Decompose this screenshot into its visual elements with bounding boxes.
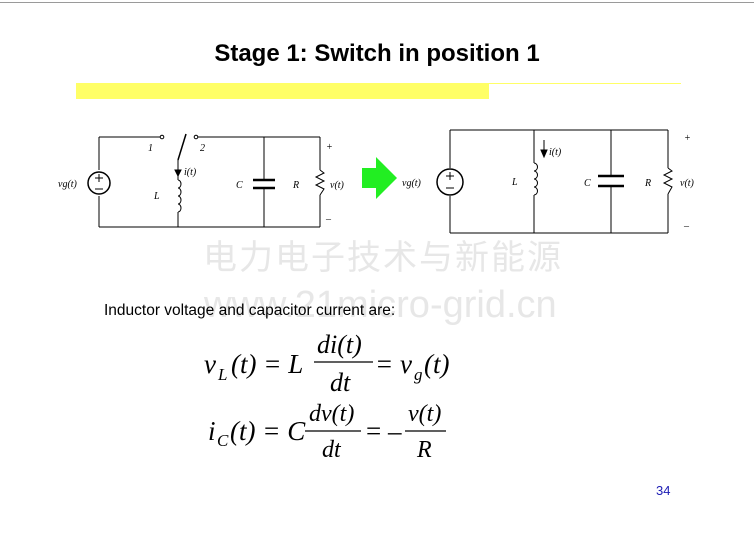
right-current-label: i(t) bbox=[549, 147, 562, 158]
transition-arrow bbox=[362, 157, 397, 199]
right-inductor-label: L bbox=[511, 177, 518, 188]
right-source-label: vg(t) bbox=[402, 178, 422, 189]
title-highlight-line bbox=[489, 83, 681, 84]
right-capacitor-label: C bbox=[584, 178, 591, 189]
right-resistor bbox=[662, 167, 674, 195]
switch-blade bbox=[177, 133, 187, 161]
left-voltage-source bbox=[87, 171, 111, 195]
right-inductor-coil bbox=[533, 162, 538, 196]
eq1-rhs-sub: g bbox=[414, 365, 423, 384]
left-capacitor-label: C bbox=[236, 180, 243, 191]
left-inductor-coil bbox=[177, 179, 182, 213]
eq1-lhs-arg: (t) = L bbox=[231, 349, 303, 379]
eq2-lhs-var: i bbox=[208, 416, 216, 446]
eq2-lhs-sub: C bbox=[217, 431, 229, 450]
eq1-frac-den: dt bbox=[330, 368, 351, 397]
right-plus-sign: + bbox=[684, 133, 691, 144]
watermark-chinese: 电力电子技术与新能源 bbox=[203, 238, 563, 278]
left-current-label: i(t) bbox=[184, 167, 197, 178]
watermark-url: www.21micro-grid.cn bbox=[204, 284, 557, 326]
switch-contact-2 bbox=[193, 134, 199, 140]
switch-pos1-label: 1 bbox=[148, 143, 153, 154]
eq2-lhs-arg: (t) = C bbox=[230, 416, 306, 446]
slide-title: Stage 1: Switch in position 1 bbox=[214, 40, 540, 67]
page-number: 34 bbox=[656, 483, 671, 498]
intro-text: Inductor voltage and capacitor current a… bbox=[104, 302, 396, 319]
eq2-frac-den: dt bbox=[322, 437, 342, 463]
title-highlight-bar bbox=[76, 83, 489, 99]
switch-contact-1 bbox=[159, 134, 165, 140]
eq1-frac-num: di(t) bbox=[317, 330, 362, 359]
right-circuit bbox=[436, 129, 674, 234]
right-current-arrow-head bbox=[540, 149, 548, 159]
right-circuit-labels: vg(t) i(t) L C R v(t) + – bbox=[402, 133, 695, 232]
equation-2: i C (t) = C dv(t) dt = – v(t) R bbox=[208, 401, 446, 463]
left-source-label: vg(t) bbox=[58, 179, 78, 190]
left-current-arrow-head bbox=[174, 169, 182, 178]
eq1-lhs-sub: L bbox=[217, 365, 227, 384]
left-inductor-label: L bbox=[153, 191, 160, 202]
top-rule bbox=[0, 2, 754, 3]
right-voltage-source bbox=[436, 168, 464, 196]
switch-pos2-label: 2 bbox=[200, 143, 205, 154]
left-plus-sign: + bbox=[326, 142, 333, 153]
eq1-rhs-arg: (t) bbox=[424, 349, 449, 379]
left-resistor bbox=[314, 169, 326, 196]
eq1-rhs-eq: = v bbox=[375, 349, 412, 379]
eq2-rhs-eq: = – bbox=[366, 416, 402, 446]
eq2-frac2-num: v(t) bbox=[408, 401, 441, 427]
eq2-frac-num: dv(t) bbox=[309, 401, 354, 427]
right-resistor-label: R bbox=[644, 178, 651, 189]
equation-1: v L (t) = L di(t) dt = v g (t) bbox=[204, 330, 449, 397]
left-resistor-label: R bbox=[292, 180, 299, 191]
right-output-label: v(t) bbox=[680, 178, 695, 189]
eq1-lhs-var: v bbox=[204, 349, 216, 379]
left-minus-sign: – bbox=[325, 214, 332, 225]
left-circuit bbox=[87, 133, 326, 228]
right-minus-sign: – bbox=[683, 221, 690, 232]
left-circuit-labels: vg(t) 1 2 i(t) L C R v(t) + – bbox=[58, 142, 345, 225]
left-output-label: v(t) bbox=[330, 180, 345, 191]
eq2-frac2-den: R bbox=[416, 437, 432, 463]
